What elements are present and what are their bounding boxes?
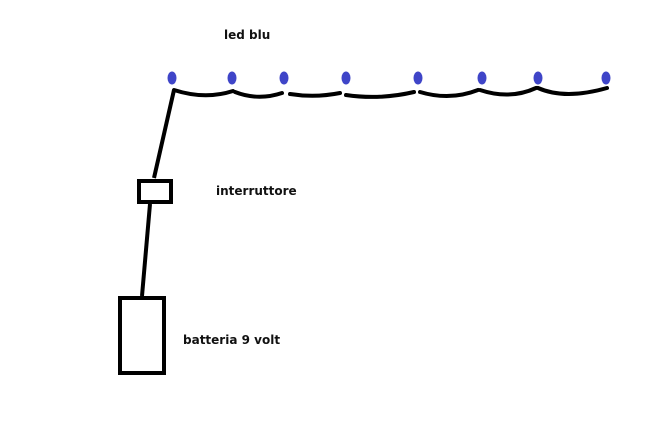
blue-led: [601, 71, 611, 85]
label-interruttore: interruttore: [216, 184, 297, 198]
blue-led: [279, 71, 289, 85]
wire-battery-to-switch: [140, 203, 152, 297]
blue-led: [341, 71, 351, 85]
blue-led: [533, 71, 543, 85]
wire-switch-to-leds: [152, 89, 176, 179]
battery-symbol: [118, 296, 166, 375]
blue-led: [477, 71, 487, 85]
blue-led: [167, 71, 177, 85]
blue-led: [413, 71, 423, 85]
label-led-blu: led blu: [224, 28, 271, 42]
blue-led: [227, 71, 237, 85]
switch-symbol: [137, 179, 173, 204]
wire-led-chain: [172, 86, 609, 99]
label-batteria: batteria 9 volt: [183, 333, 281, 347]
